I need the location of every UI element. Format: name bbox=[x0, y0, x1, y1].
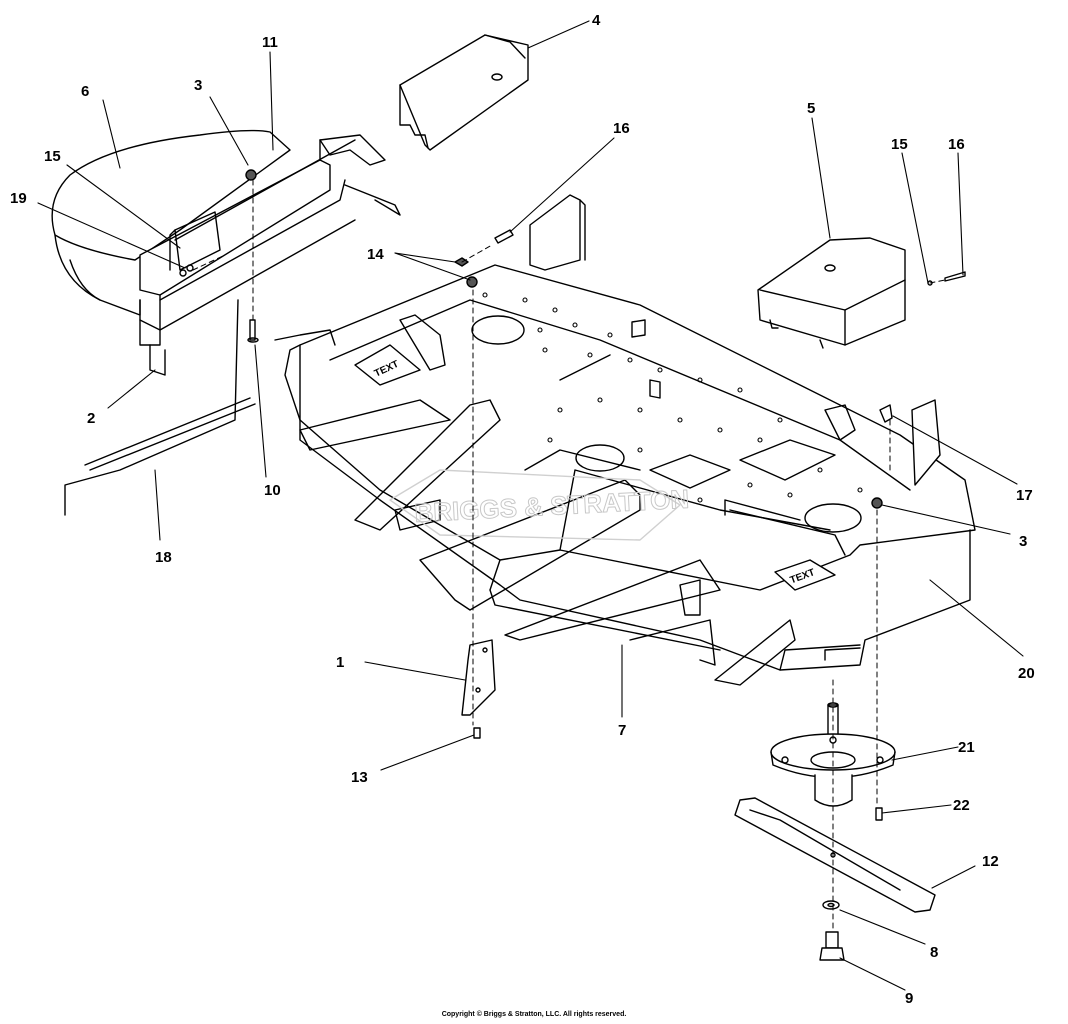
callout-5: 5 bbox=[807, 100, 815, 117]
chute-bracket bbox=[139, 134, 401, 376]
callout-8: 8 bbox=[930, 944, 938, 961]
callout-16-right: 16 bbox=[948, 136, 965, 153]
bracket-1 bbox=[461, 639, 496, 716]
callout-4: 4 bbox=[592, 12, 601, 29]
leader-lines bbox=[37, 20, 1024, 991]
discharge-chute bbox=[51, 129, 291, 316]
callout-11: 11 bbox=[262, 34, 278, 51]
callout-15-left: 15 bbox=[44, 148, 61, 165]
belt-cover bbox=[757, 237, 906, 349]
callout-20: 20 bbox=[1018, 665, 1035, 682]
callout-6: 6 bbox=[81, 83, 89, 100]
assembly-lines bbox=[64, 179, 946, 931]
callout-19: 19 bbox=[10, 190, 27, 207]
callout-9: 9 bbox=[905, 990, 913, 1007]
washer bbox=[822, 900, 840, 910]
callout-14: 14 bbox=[367, 246, 384, 263]
callout-10: 10 bbox=[264, 482, 281, 499]
callout-12: 12 bbox=[982, 853, 999, 870]
callout-17: 17 bbox=[1016, 487, 1033, 504]
callout-labels: 1 2 3 3 4 5 6 7 8 9 10 11 12 13 14 15 15… bbox=[10, 12, 1035, 1007]
callout-18: 18 bbox=[155, 549, 172, 566]
mower-deck: BRIGGS & STRATTON bbox=[274, 194, 976, 686]
callout-3-top: 3 bbox=[194, 77, 202, 94]
callout-15-right: 15 bbox=[891, 136, 908, 153]
callout-21: 21 bbox=[958, 739, 975, 756]
callout-13: 13 bbox=[351, 769, 368, 786]
callout-7: 7 bbox=[618, 722, 626, 739]
baffle-cover bbox=[399, 34, 529, 151]
callout-2: 2 bbox=[87, 410, 95, 427]
copyright-notice: Copyright © Briggs & Stratton, LLC. All … bbox=[441, 1011, 627, 1018]
callout-3-right: 3 bbox=[1019, 533, 1027, 550]
callout-22: 22 bbox=[953, 797, 970, 814]
blade bbox=[734, 797, 936, 913]
blade-bolt bbox=[819, 931, 845, 961]
callout-1: 1 bbox=[336, 654, 344, 671]
callout-16-left: 16 bbox=[613, 120, 630, 137]
